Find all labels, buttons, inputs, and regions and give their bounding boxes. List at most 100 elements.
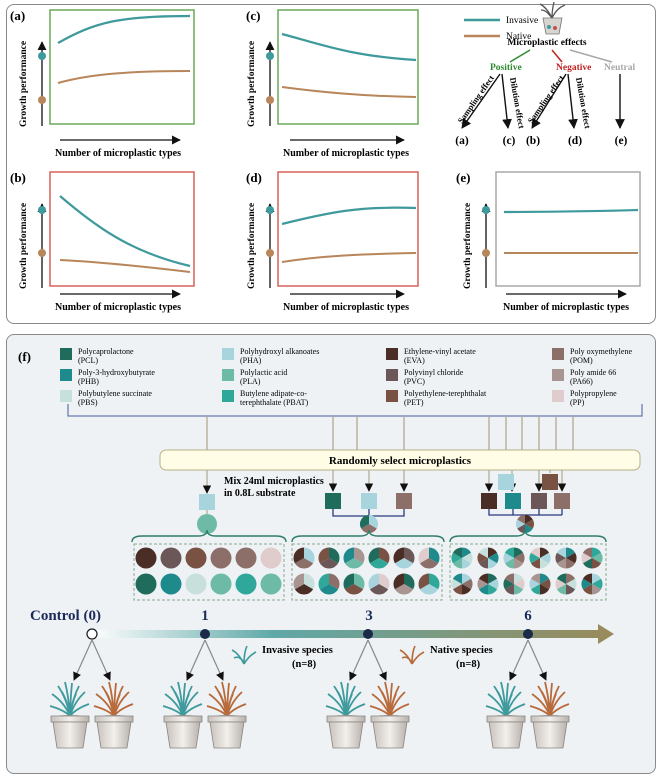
microplastic-legend-item: Polylactic acid(PLA) (222, 368, 287, 386)
x-axis-label: Number of microplastic types (283, 302, 409, 313)
sample-disc (160, 547, 182, 569)
microplastic-name: Butylene adipate-co- (240, 389, 307, 398)
microplastic-name: Polyethylene-terephthalat (404, 389, 487, 398)
tree-neutral-label: Neutral (604, 63, 635, 73)
mix-level-1 (197, 470, 217, 534)
panel-d-graph: (d) Growth performance Number of micropl… (246, 170, 419, 313)
microplastic-name: Polypropylene (570, 389, 617, 398)
sample-disc (555, 547, 577, 569)
panel-label: (e) (456, 170, 470, 185)
sampling-effect-label: Sampling effect (455, 73, 496, 125)
sample-disc (318, 547, 340, 569)
native-marker (266, 249, 274, 257)
arrow-negative-sampling (531, 73, 567, 129)
native-species-label: Native species (430, 645, 493, 656)
panel-border (277, 171, 419, 287)
decision-tree: Microplastic effects Positive Negative N… (455, 1, 635, 147)
level-label-6: 6 (524, 608, 532, 624)
panel-c-graph: (c) Growth performance Number of micropl… (246, 8, 419, 159)
sample-disc (260, 547, 282, 569)
invasive-plant-icon (231, 645, 257, 665)
microplastic-abbr: (PLA) (240, 377, 261, 386)
microplastic-swatch (386, 348, 398, 360)
microplastic-legend-item: Poly amide 66(PA66) (552, 368, 616, 386)
panel-border (277, 9, 419, 125)
microplastic-abbr: (PA66) (570, 377, 593, 386)
sample-disc (185, 547, 207, 569)
y-axis-label: Growth performance (247, 41, 257, 127)
sample-disc (160, 573, 182, 595)
legend-bracket (67, 404, 643, 417)
brace-level-3 (291, 529, 445, 543)
microplastic-legend-item: Polyvinyl chloride(PVC) (386, 368, 464, 386)
sample-disc (343, 573, 365, 595)
x-axis-label: Number of microplastic types (283, 148, 409, 159)
microplastic-abbr: (PCL) (78, 356, 98, 365)
microplastic-name: Polybutylene succinate (78, 389, 152, 398)
dilution-effect-label: Dilution effect (508, 77, 527, 130)
microplastic-swatch (222, 348, 234, 360)
level-node-3 (363, 629, 373, 639)
samples-box-level-1 (133, 543, 285, 601)
panel-border (49, 171, 195, 287)
native-curve (57, 70, 191, 84)
native-marker (482, 249, 490, 257)
microplastic-swatch (552, 390, 564, 402)
leaf-label: (d) (568, 135, 582, 147)
microplastic-swatch (552, 348, 564, 360)
plant-pot (162, 681, 203, 749)
level-node-6 (523, 629, 533, 639)
sample-disc (210, 573, 232, 595)
microplastic-abbr: (EVA) (404, 356, 425, 365)
invasive-curve (59, 195, 191, 268)
microplastic-name: Polylactic acid (240, 368, 287, 377)
sample-disc (503, 547, 525, 569)
sample-disc (185, 573, 207, 595)
invasive-curve (503, 208, 639, 214)
sample-disc (393, 573, 415, 595)
x-axis-label: Number of microplastic types (503, 302, 629, 313)
panel-label: (d) (246, 170, 262, 185)
level-label-3: 3 (365, 608, 373, 624)
microplastic-swatch (222, 369, 234, 381)
sample-disc (529, 547, 551, 569)
plant-pot (529, 681, 570, 749)
microplastic-abbr: terephthalate (PBAT) (240, 398, 309, 407)
native-curve (281, 86, 417, 98)
tree-negative-label: Negative (556, 63, 591, 73)
samples-box-level-3 (291, 543, 443, 601)
leaf-label: (e) (615, 135, 628, 147)
species-legend: Invasive species (n=8) Native species (n… (231, 645, 493, 670)
invasive-species-n: (n=8) (292, 659, 317, 670)
microplastic-legend-item: Polycaprolactone(PCL) (60, 347, 134, 365)
microplastic-name: Ethylene-vinyl acetate (404, 347, 476, 356)
branch-negative (551, 49, 563, 63)
panel-label: (a) (10, 8, 25, 23)
native-marker (38, 249, 46, 257)
plant-pot-icon (539, 1, 566, 35)
samples-box-level-6 (449, 543, 607, 601)
microplastic-abbr: (PHA) (240, 356, 262, 365)
plant-pot (369, 681, 410, 749)
microplastic-swatch (552, 369, 564, 381)
sample-disc (293, 547, 315, 569)
microplastic-name: Poly oxymethylene (570, 347, 632, 356)
leaf-label: (c) (503, 135, 516, 147)
sample-disc (581, 547, 603, 569)
sample-disc (235, 547, 257, 569)
microplastic-name: Poly amide 66 (570, 368, 616, 377)
brace-level-1 (131, 529, 287, 543)
sample-disc (451, 547, 473, 569)
y-axis-label: Growth performance (19, 41, 29, 127)
panel-e-graph: (e) Growth performance Number of micropl… (456, 170, 641, 313)
invasive-species-label: Invasive species (262, 645, 333, 656)
microplastic-legend: Polycaprolactone(PCL)Poly-3-hydroxybutyr… (60, 347, 632, 407)
branch-neutral (569, 49, 613, 63)
microplastic-legend-item: Polyethylene-terephthalat(PET) (386, 389, 487, 407)
tree-positive-label: Positive (490, 63, 522, 73)
microplastic-swatch (60, 348, 72, 360)
mix-level-3 (325, 470, 412, 534)
invasive-marker (266, 206, 274, 214)
microplastic-abbr: (PVC) (404, 377, 425, 386)
legend-native-label: Native (506, 32, 531, 42)
